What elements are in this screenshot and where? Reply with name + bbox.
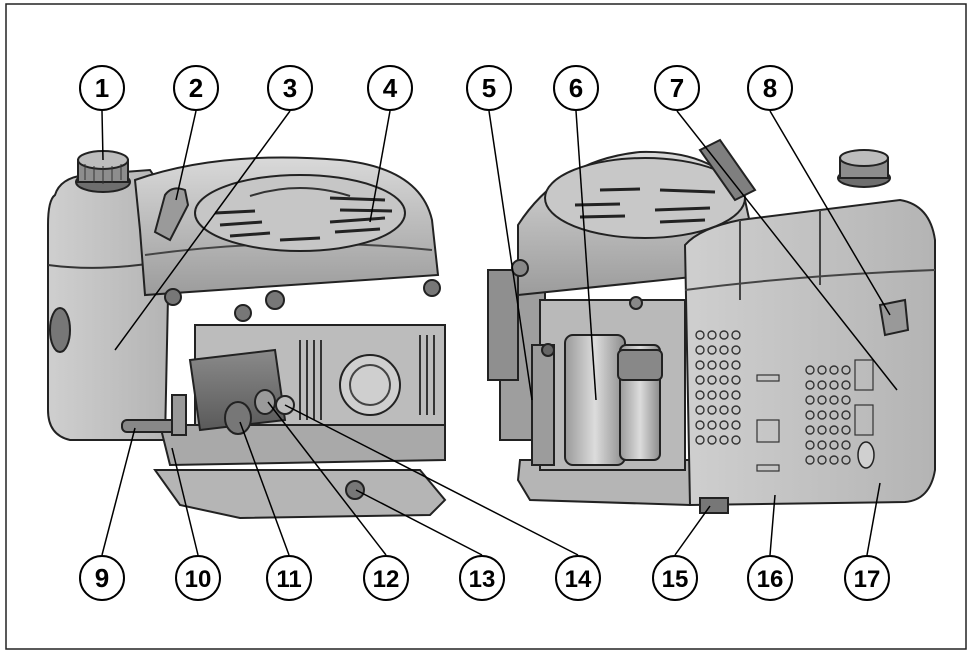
callout-12: 12 <box>363 555 409 601</box>
starter-handle <box>153 187 190 242</box>
callout-9: 9 <box>79 555 125 601</box>
right-engine-illustration <box>487 138 936 514</box>
fuel-tank <box>47 168 172 441</box>
svg-text:13: 13 <box>469 566 496 593</box>
callout-5: 5 <box>466 65 512 111</box>
callout-2: 2 <box>173 65 219 111</box>
svg-text:7: 7 <box>670 73 684 103</box>
callout-1: 1 <box>79 65 125 111</box>
svg-text:5: 5 <box>482 73 496 103</box>
left-engine-illustration <box>47 150 447 520</box>
callout-3: 3 <box>267 65 313 111</box>
right-fuel-cap <box>837 149 891 188</box>
svg-text:4: 4 <box>383 73 398 103</box>
air-filter-cover <box>683 198 936 507</box>
ignition-coil <box>531 344 555 466</box>
callout-6: 6 <box>553 65 599 111</box>
svg-text:16: 16 <box>757 566 784 593</box>
vent-grille <box>695 330 851 465</box>
callout-13: 13 <box>459 555 505 601</box>
callout-15: 15 <box>652 555 698 601</box>
svg-text:9: 9 <box>95 563 109 593</box>
callout-4: 4 <box>367 65 413 111</box>
callout-16: 16 <box>747 555 793 601</box>
svg-text:17: 17 <box>854 566 881 593</box>
callout-7: 7 <box>654 65 700 111</box>
callout-17: 17 <box>844 555 890 601</box>
svg-text:1: 1 <box>95 73 109 103</box>
svg-text:11: 11 <box>276 566 301 593</box>
callout-11: 11 <box>266 555 312 601</box>
svg-text:2: 2 <box>189 73 203 103</box>
callout-14: 14 <box>555 555 601 601</box>
svg-text:3: 3 <box>283 73 297 103</box>
svg-text:6: 6 <box>569 73 583 103</box>
svg-text:14: 14 <box>565 566 592 593</box>
figure-frame <box>5 3 967 650</box>
svg-text:15: 15 <box>662 566 689 593</box>
callout-10: 10 <box>175 555 221 601</box>
oil-drain-plug <box>345 480 365 500</box>
svg-text:10: 10 <box>185 566 212 593</box>
leader-lines <box>101 110 898 556</box>
svg-text:12: 12 <box>373 566 400 593</box>
muffler <box>564 334 626 466</box>
callout-8: 8 <box>747 65 793 111</box>
svg-text:8: 8 <box>763 73 777 103</box>
